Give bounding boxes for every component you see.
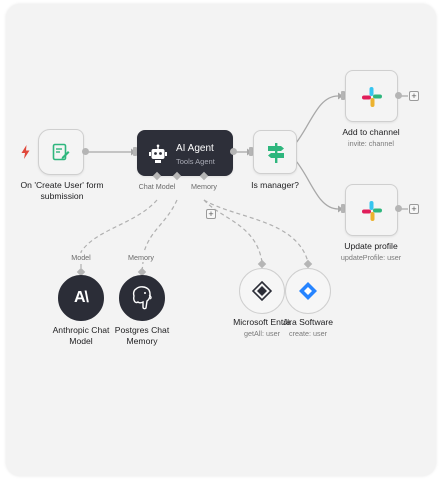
switch-input-port[interactable] (249, 147, 253, 156)
postgres-chat-memory-node[interactable] (119, 275, 165, 321)
update-profile-sub: updateProfile: user (340, 253, 402, 262)
slack-icon (361, 86, 383, 108)
update-profile-output-port[interactable] (395, 205, 402, 212)
edge-chat-model-anthropic (80, 199, 158, 272)
edge-switch-update-profile-arrow (338, 205, 343, 213)
ai-agent-node[interactable]: AI Agent Tools Agent (137, 130, 233, 176)
update-profile-label: Update profile (344, 241, 398, 251)
jira-software-node[interactable] (285, 268, 331, 314)
edge-switch-update-profile (295, 160, 339, 210)
add-channel-node[interactable] (345, 70, 398, 122)
agent-subtitle: Tools Agent (176, 157, 215, 166)
agent-output-port[interactable] (230, 148, 237, 155)
edge-memory-postgres (141, 199, 178, 273)
agent-title: AI Agent (176, 143, 214, 154)
form-edit-icon (51, 142, 71, 162)
slack-icon (361, 200, 383, 222)
signpost-icon (265, 142, 287, 164)
trigger-output-port[interactable] (82, 148, 89, 155)
edge-tools-entra (203, 199, 263, 263)
agent-input-port[interactable] (133, 147, 137, 156)
memory-edge-label: Memory (120, 253, 162, 262)
add-channel-sub: invite: channel (348, 139, 394, 148)
add-tool-button[interactable]: + (206, 209, 216, 219)
jira-label: Jira Software (282, 317, 334, 327)
entra-sub: getAll: user (244, 329, 280, 338)
switch-label: Is manager? (251, 180, 299, 190)
jira-sub: create: user (289, 329, 327, 338)
switch-node[interactable] (253, 130, 297, 174)
add-channel-input-port[interactable] (341, 91, 345, 100)
update-profile-node[interactable] (345, 184, 398, 236)
add-channel-label: Add to channel (342, 127, 400, 137)
postgres-elephant-icon (131, 286, 153, 310)
trigger-bolt-icon (21, 145, 30, 159)
anthropic-chat-model-node[interactable]: A\ (58, 275, 104, 321)
jira-icon (298, 281, 318, 301)
add-after-update-profile-button[interactable]: + (409, 204, 419, 214)
anthropic-logo-icon: A\ (74, 289, 89, 306)
edge-switch-add-channel (295, 95, 339, 144)
trigger-node[interactable] (38, 129, 84, 175)
update-profile-input-port[interactable] (341, 204, 345, 213)
microsoft-entra-icon (251, 280, 273, 302)
robot-icon (148, 144, 168, 164)
agent-memory-label: Memory (191, 182, 217, 191)
model-edge-label: Model (63, 253, 99, 262)
add-channel-output-port[interactable] (395, 92, 402, 99)
agent-chat-model-label: Chat Model (138, 182, 176, 191)
add-after-add-channel-button[interactable]: + (409, 91, 419, 101)
entra-label: Microsoft Entra (233, 317, 291, 327)
microsoft-entra-node[interactable] (239, 268, 285, 314)
edge-switch-add-channel-arrow (338, 92, 343, 100)
edge-tools-jira (203, 199, 309, 263)
